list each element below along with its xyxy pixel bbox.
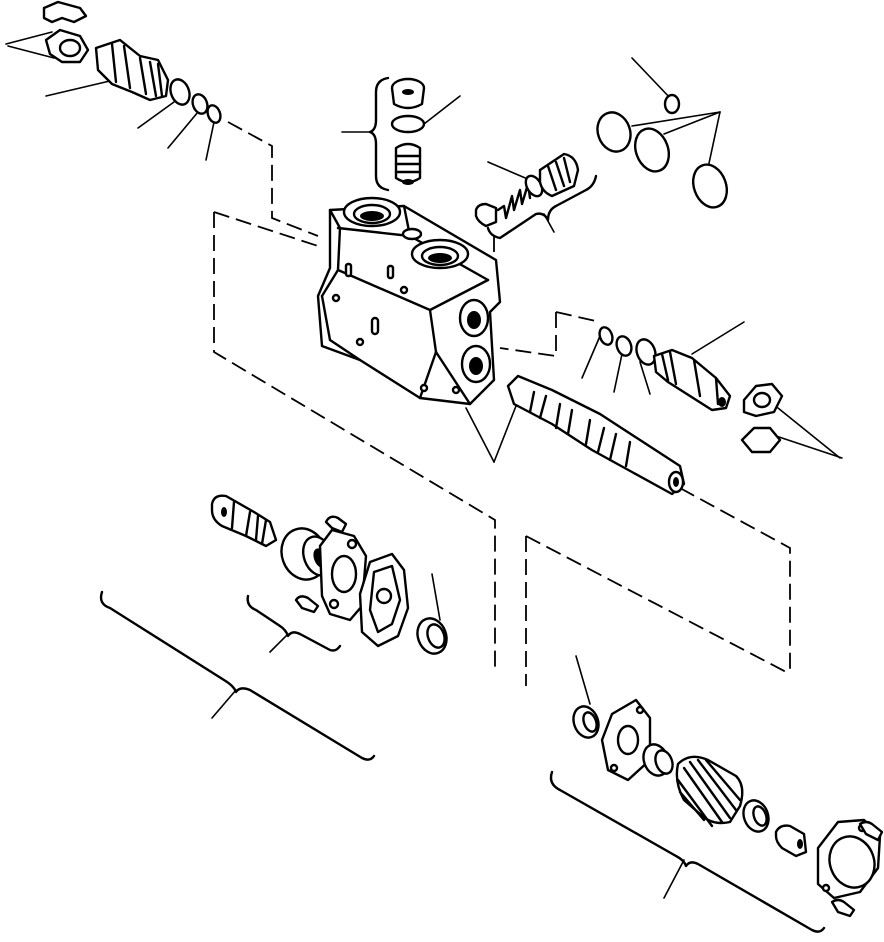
grouping-brackets <box>99 76 826 933</box>
valve-body <box>316 196 502 406</box>
top-left-fitting-assembly <box>42 0 222 124</box>
lower-right-parts <box>572 698 884 918</box>
right-fitting-assembly <box>598 326 784 454</box>
spool <box>506 374 686 496</box>
leader-lines <box>5 31 843 899</box>
top-right-spring-assembly <box>474 93 729 228</box>
assembly-guide-lines <box>213 121 791 686</box>
lower-left-parts <box>210 494 448 655</box>
relief-cap-assembly <box>390 77 426 185</box>
